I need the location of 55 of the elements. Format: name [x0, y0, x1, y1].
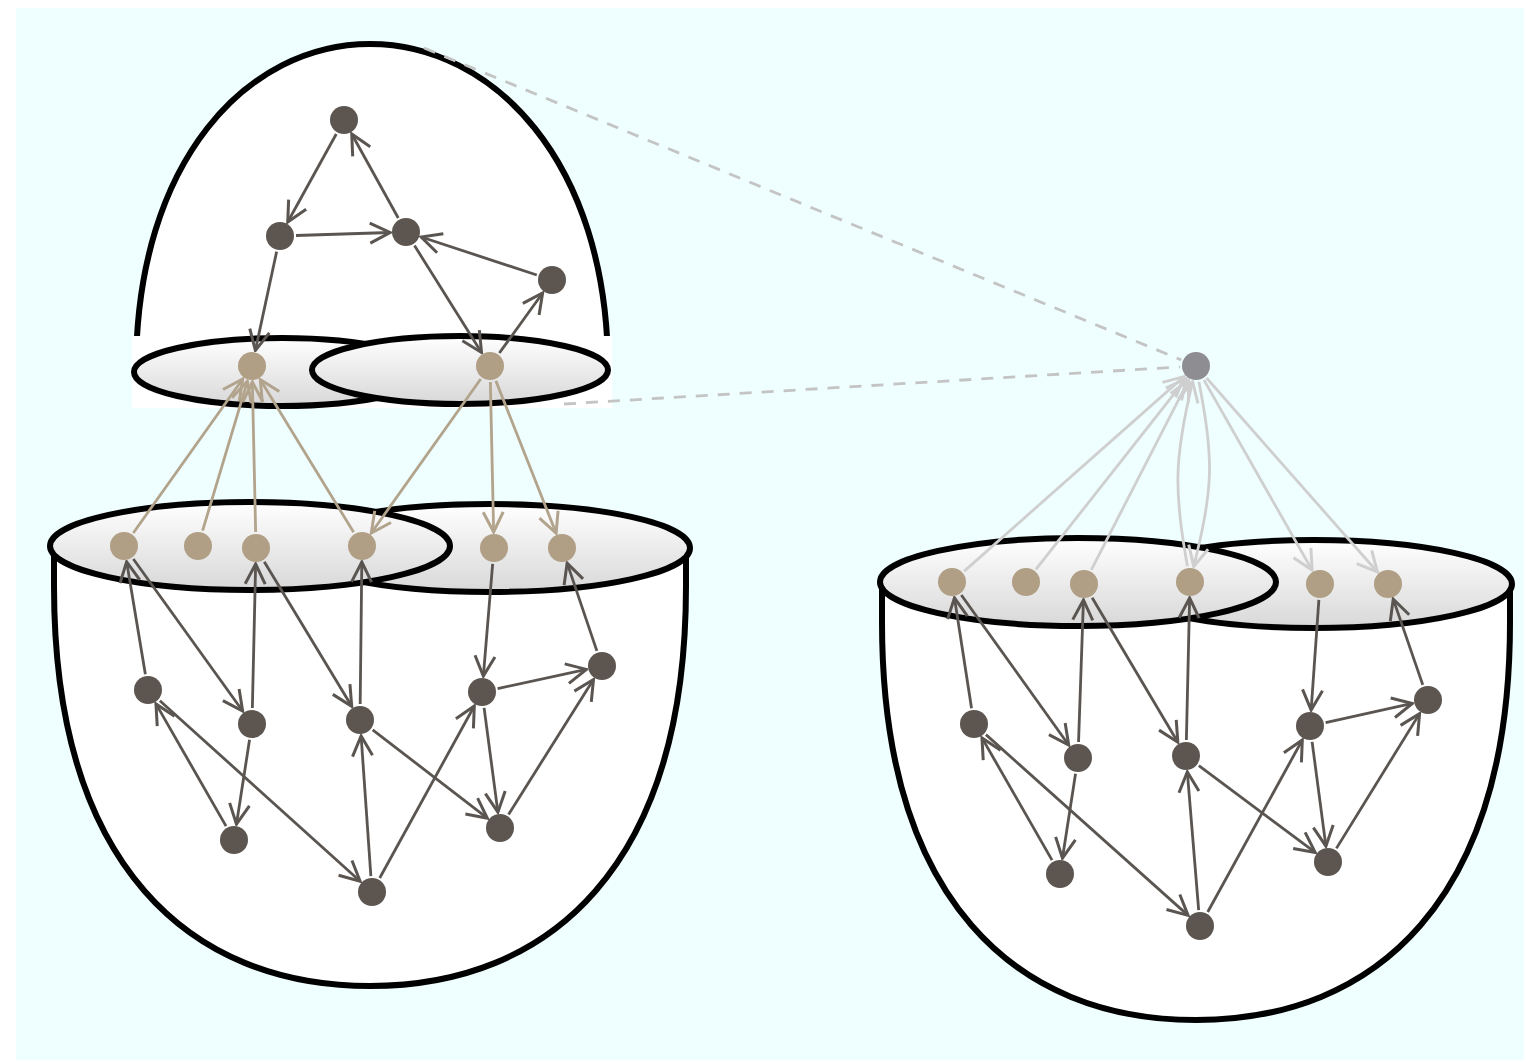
arrow [1090, 597, 1180, 744]
arrow [562, 561, 599, 652]
arrow [497, 662, 588, 690]
arrow [1388, 597, 1425, 686]
arrow [201, 379, 253, 532]
arrow [350, 560, 374, 704]
arrow [118, 560, 147, 675]
arrow [350, 132, 400, 219]
arrow [1090, 378, 1191, 571]
arrow [258, 378, 355, 534]
arrow [498, 291, 545, 354]
arrow [154, 702, 228, 827]
arrow [295, 221, 392, 245]
arrow [473, 563, 497, 678]
arrow [243, 562, 267, 709]
arrow [248, 251, 278, 352]
arrow [1034, 377, 1188, 571]
arrow [980, 736, 1054, 861]
dashed-line [423, 46, 1182, 362]
arrow [960, 594, 1071, 747]
arrow [1176, 380, 1200, 567]
arrow [132, 377, 245, 534]
arrow [419, 232, 538, 277]
arrow [378, 704, 476, 879]
arrow [1071, 598, 1095, 743]
arrow [1335, 712, 1422, 850]
arrow [946, 596, 973, 709]
arrow [1202, 379, 1314, 572]
arrow [507, 678, 595, 816]
arrow [1054, 773, 1077, 860]
arrow [494, 380, 560, 535]
arrow [1198, 764, 1317, 854]
arrow [241, 380, 265, 533]
arrow [369, 378, 482, 535]
arrow [228, 739, 251, 826]
arrow [413, 244, 483, 354]
arrow [1325, 696, 1414, 724]
arrow [1301, 599, 1324, 712]
dashed-line [563, 365, 1181, 406]
arrow [1206, 738, 1304, 913]
arrow [1205, 377, 1379, 574]
arrow [963, 375, 1186, 573]
arrow [482, 707, 507, 814]
arrow [1187, 381, 1211, 568]
arrow [1177, 596, 1201, 741]
arrow [351, 734, 374, 877]
arrow [286, 133, 338, 224]
arrow [132, 558, 245, 713]
arrow [1177, 770, 1201, 911]
arrow [263, 560, 354, 708]
arrow [1310, 741, 1335, 848]
arrow [481, 381, 505, 534]
arrow [985, 733, 1190, 917]
arrow [371, 728, 489, 820]
arrow [158, 699, 362, 883]
